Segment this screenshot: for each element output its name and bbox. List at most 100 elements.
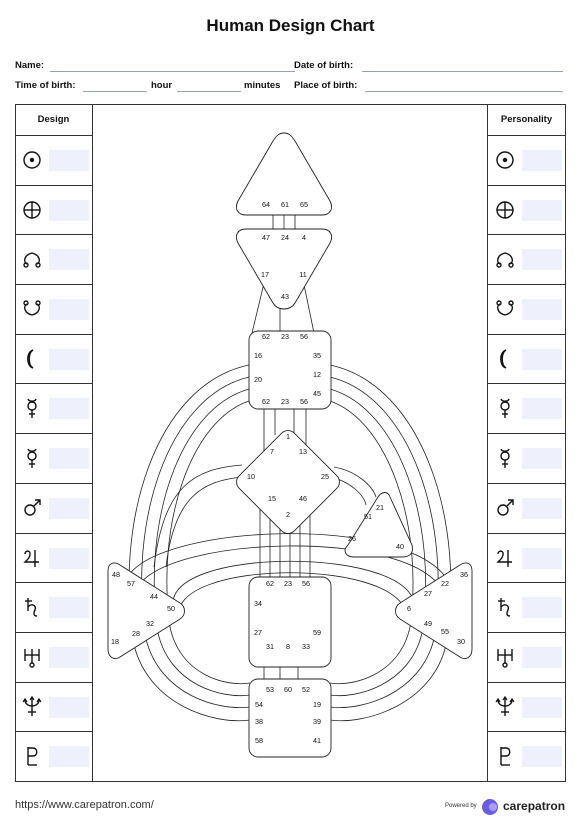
- gate: 51: [364, 512, 372, 521]
- hour-field[interactable]: [83, 78, 147, 92]
- jupiter-icon: [23, 549, 39, 567]
- gate: 48: [112, 570, 120, 579]
- design-neptune-gate-field[interactable]: [49, 696, 89, 718]
- brand-name: carepatron: [503, 799, 566, 813]
- mars-icon: [497, 499, 514, 516]
- design-mercury-gate-field[interactable]: [49, 398, 89, 420]
- design-saturn-gate-field[interactable]: [49, 597, 89, 619]
- gate: 18: [111, 637, 119, 646]
- saturn-icon: [498, 598, 511, 617]
- gate: 47: [262, 233, 270, 242]
- personality-planet-row-jupiter: [488, 534, 565, 584]
- gate: 44: [150, 592, 158, 601]
- design-planet-row-jupiter: [15, 534, 92, 584]
- footer-url-link[interactable]: https://www.carepatron.com/: [15, 799, 154, 811]
- design-north-node-gate-field[interactable]: [49, 249, 89, 271]
- pob-field[interactable]: [365, 78, 563, 92]
- personality-north-node-gate-field[interactable]: [522, 249, 562, 271]
- personality-jupiter-gate-field[interactable]: [522, 547, 562, 569]
- personality-planet-row-pluto: [488, 732, 565, 782]
- gate: 56: [300, 397, 308, 406]
- chart-frame: [15, 104, 566, 782]
- south-node-icon: [496, 300, 514, 316]
- gate: 61: [281, 200, 289, 209]
- gate: 58: [255, 736, 263, 745]
- neptune-icon: [22, 695, 42, 716]
- gate: 62: [262, 332, 270, 341]
- design-south-node-gate-field[interactable]: [49, 299, 89, 321]
- gate: 60: [284, 685, 292, 694]
- venus-icon: [27, 448, 37, 469]
- gate: 20: [254, 375, 262, 384]
- mercury-icon: [500, 399, 510, 419]
- design-mars-gate-field[interactable]: [49, 497, 89, 519]
- gate: 25: [321, 472, 329, 481]
- gate: 59: [313, 628, 321, 637]
- personality-header: Personality: [488, 104, 565, 136]
- gate: 12: [313, 370, 321, 379]
- personality-neptune-gate-field[interactable]: [522, 696, 562, 718]
- earth-icon: [496, 200, 514, 219]
- personality-south-node-gate-field[interactable]: [522, 299, 562, 321]
- gate: 27: [254, 628, 262, 637]
- pluto-icon: [500, 747, 511, 766]
- design-planet-row-mars: [15, 484, 92, 534]
- carepatron-logo-icon: [482, 799, 498, 815]
- gate: 4: [302, 233, 306, 242]
- north-node-icon: [23, 252, 41, 269]
- gate: 8: [286, 642, 290, 651]
- south-node-icon: [23, 300, 41, 316]
- personality-planet-row-south-node: [488, 285, 565, 335]
- personality-earth-gate-field[interactable]: [522, 199, 562, 221]
- design-sun-gate-field[interactable]: [49, 150, 89, 171]
- head-center: [235, 132, 333, 216]
- jupiter-icon: [496, 549, 512, 567]
- gate: 55: [441, 627, 449, 636]
- design-moon-gate-field[interactable]: [49, 348, 89, 370]
- sacral-center: [248, 576, 332, 668]
- gate: 43: [281, 292, 289, 301]
- gate: 46: [299, 494, 307, 503]
- personality-mars-gate-field[interactable]: [522, 497, 562, 519]
- ajna-center: [235, 228, 333, 310]
- saturn-icon: [25, 598, 38, 617]
- personality-sun-gate-field[interactable]: [522, 150, 562, 171]
- design-venus-gate-field[interactable]: [49, 448, 89, 470]
- design-earth-gate-field[interactable]: [49, 199, 89, 221]
- personality-planet-row-mars: [488, 484, 565, 534]
- dob-label: Date of birth:: [294, 60, 354, 71]
- root-center: [248, 678, 332, 758]
- gate: 23: [281, 332, 289, 341]
- gate: 17: [261, 270, 269, 279]
- gate: 35: [313, 351, 321, 360]
- powered-by-label: Powered by: [445, 803, 477, 809]
- personality-venus-gate-field[interactable]: [522, 448, 562, 470]
- design-uranus-gate-field[interactable]: [49, 646, 89, 668]
- throat-center: [248, 330, 332, 410]
- gate: 64: [262, 200, 270, 209]
- personality-moon-gate-field[interactable]: [522, 348, 562, 370]
- bodygraph: 64 61 65 47 24 4 17 11 43 62 23 56 16 35…: [107, 132, 473, 758]
- gate: 7: [270, 447, 274, 456]
- venus-icon: [500, 448, 510, 469]
- moon-icon: [500, 349, 507, 369]
- heart-center: [344, 492, 413, 558]
- gate: 32: [146, 619, 154, 628]
- page-title: Human Design Chart: [206, 16, 375, 35]
- design-planet-row-south-node: [15, 285, 92, 335]
- personality-mercury-gate-field[interactable]: [522, 398, 562, 420]
- minutes-field[interactable]: [177, 78, 241, 92]
- form-row-time: Time of birth: hour minutes Place of bir…: [15, 76, 565, 96]
- hour-label: hour: [151, 80, 173, 91]
- design-header: Design: [15, 104, 92, 136]
- personality-saturn-gate-field[interactable]: [522, 597, 562, 619]
- personality-uranus-gate-field[interactable]: [522, 646, 562, 668]
- personality-pluto-gate-field[interactable]: [522, 746, 562, 768]
- design-jupiter-gate-field[interactable]: [49, 547, 89, 569]
- personality-planet-row-earth: [488, 186, 565, 236]
- dob-field[interactable]: [362, 58, 563, 72]
- name-field[interactable]: [50, 58, 295, 72]
- gate: 2: [286, 510, 290, 519]
- design-pluto-gate-field[interactable]: [49, 746, 89, 768]
- personality-planet-row-saturn: [488, 583, 565, 633]
